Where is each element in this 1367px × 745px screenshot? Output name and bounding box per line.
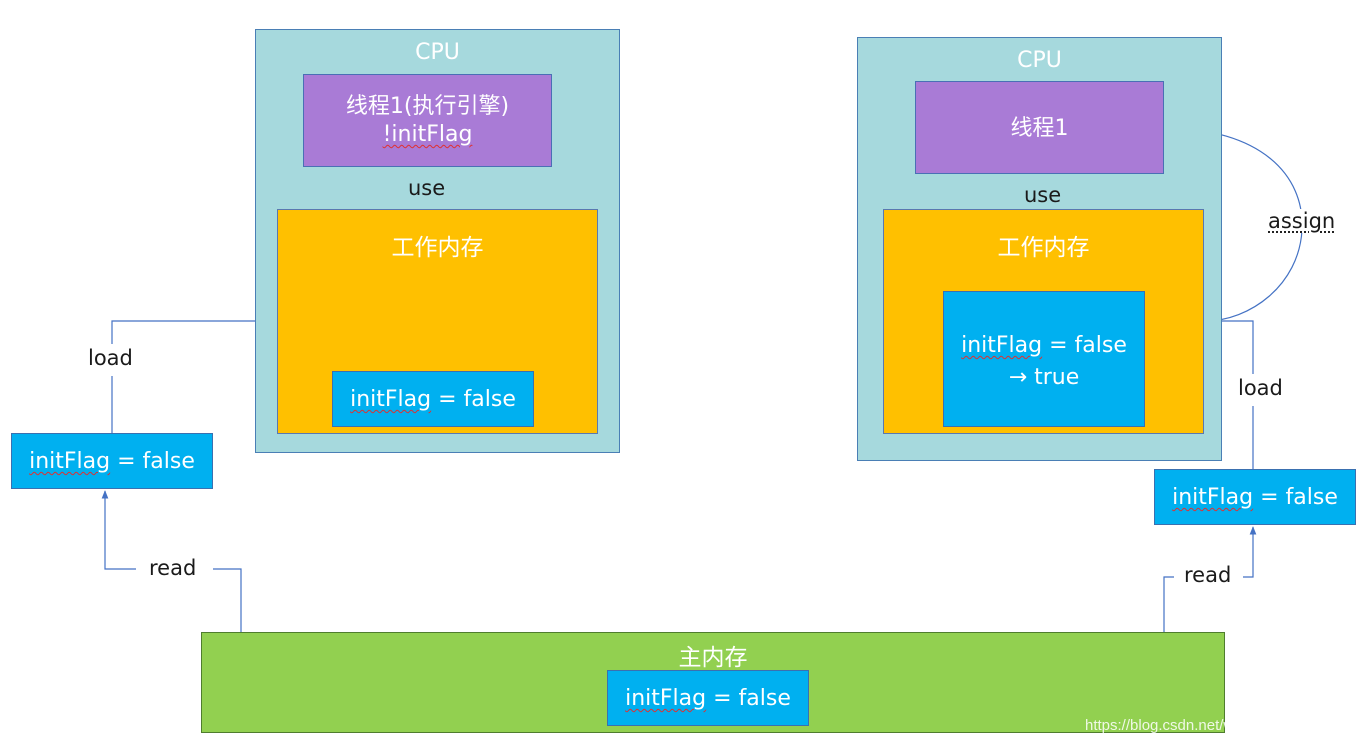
- left-loaded-var: initFlag = false: [11, 433, 213, 489]
- right-read-arrow: [1163, 576, 1174, 632]
- left-read-label: read: [149, 556, 197, 580]
- left-use-label: use: [408, 176, 446, 200]
- left-cpu-label: CPU: [415, 40, 460, 65]
- right-loaded-var: initFlag = false: [1154, 469, 1356, 525]
- main-memory-label: 主内存: [678, 645, 748, 671]
- right-work-memory-label: 工作内存: [997, 235, 1090, 261]
- right-use-label: use: [1024, 183, 1062, 207]
- left-thread-condition: !initFlag: [382, 122, 473, 147]
- right-work-var-value: = false: [1042, 333, 1127, 358]
- right-thread-label: 线程1: [1010, 116, 1069, 141]
- right-loaded-var-value: = false: [1253, 485, 1338, 510]
- left-loaded-var-value: = false: [110, 449, 195, 474]
- right-cpu-label: CPU: [1017, 48, 1062, 73]
- main-memory-var: initFlag = false: [607, 670, 809, 726]
- right-read-label: read: [1184, 563, 1232, 587]
- right-work-var-line2: → true: [1008, 365, 1080, 390]
- left-load-arrow: [111, 317, 277, 344]
- left-work-var-value: = false: [431, 387, 516, 412]
- main-memory-var-name: initFlag: [625, 686, 707, 711]
- right-load-label: load: [1238, 376, 1283, 400]
- right-read-arrow-up: [1243, 526, 1257, 578]
- right-loaded-var-name: initFlag: [1172, 485, 1254, 510]
- left-read-arrow: [213, 568, 242, 632]
- right-work-var-name: initFlag: [961, 333, 1043, 358]
- right-work-var: initFlag = false → true: [943, 291, 1145, 427]
- right-thread-box: 线程1: [915, 81, 1164, 174]
- right-work-var-line1: initFlag = false: [944, 330, 1144, 362]
- left-read-arrow-up: [101, 490, 136, 570]
- left-load-label: load: [88, 346, 133, 370]
- main-memory-var-value: = false: [706, 686, 791, 711]
- left-work-var: initFlag = false: [332, 371, 534, 427]
- left-work-var-name: initFlag: [350, 387, 432, 412]
- left-loaded-var-name: initFlag: [29, 449, 111, 474]
- left-work-memory-label: 工作内存: [391, 235, 484, 261]
- right-assign-label: assign: [1268, 209, 1336, 233]
- watermark: https://blog.csdn.net/weixin_43508555: [1085, 717, 1341, 734]
- right-assign-text: assign: [1268, 209, 1336, 233]
- left-thread-line1: 线程1(执行引擎): [345, 94, 510, 119]
- left-thread-line2: !initFlag: [304, 121, 551, 149]
- left-thread-box: 线程1(执行引擎) !initFlag: [303, 74, 552, 167]
